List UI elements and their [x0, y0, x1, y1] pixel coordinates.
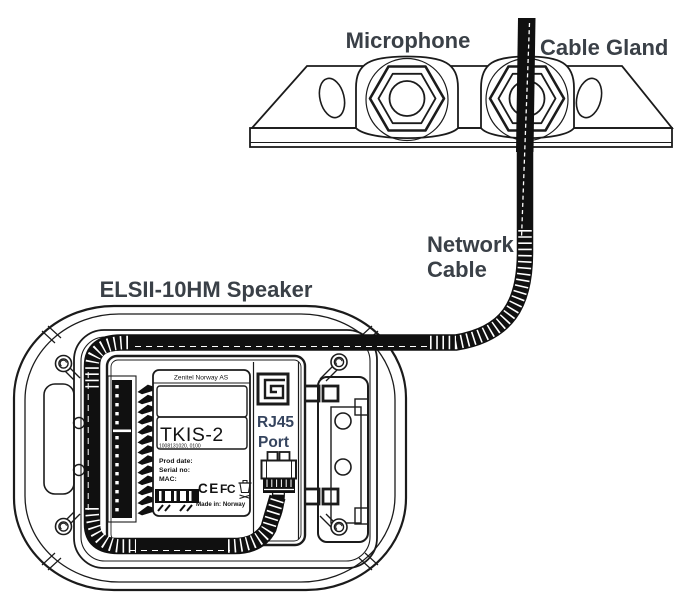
tkis2-module: Zenitel Norway AS TKIS-2 1008131020, 010… [105, 354, 307, 547]
rj45-port-label-line1: RJ45 [257, 414, 294, 431]
prod-date-label: Prod date: [159, 458, 193, 465]
manufacturer-label: Zenitel Norway AS [174, 375, 229, 382]
speaker-assembly: Zenitel Norway AS TKIS-2 1008131020, 010… [12, 304, 408, 592]
screw-bottom-right [330, 518, 348, 536]
zenitel-logo-icon [256, 372, 290, 406]
network-cable-label-line2: Cable [427, 257, 487, 282]
screw-top-left [54, 354, 73, 373]
speaker-title-label: ELSII-10HM Speaker [100, 277, 313, 302]
item-number: 1008131020, 0100 [159, 444, 201, 450]
rj45-plug [260, 451, 297, 493]
terminal-tab [302, 384, 321, 403]
pin-header [155, 489, 199, 512]
terminal-tab [302, 487, 321, 506]
fcc-mark-icon: FC [220, 482, 236, 496]
right-mounting-rail [302, 376, 369, 543]
network-cable [83, 18, 536, 555]
speaker-shell-inner [24, 313, 396, 583]
rail-hole-bottom [334, 458, 352, 476]
network-cable-label-line1: Network [427, 232, 515, 257]
cable-gland-label: Cable Gland [540, 35, 668, 60]
screw-bottom-left [54, 517, 73, 536]
dip-switch [107, 375, 137, 523]
mac-label: MAC: [159, 476, 177, 483]
rail-hole-top [334, 412, 352, 430]
speaker-shell-outer [12, 304, 408, 592]
cable-top-section [516, 18, 536, 152]
product-label: Zenitel Norway AS TKIS-2 1008131020, 010… [152, 369, 252, 517]
rj45-port-label-line2: Port [258, 434, 289, 451]
bracket-slot-right [575, 77, 603, 119]
mounting-bracket [249, 55, 674, 148]
left-mounting-rail [43, 383, 86, 495]
bracket-slot-left [318, 77, 346, 119]
made-in-label: Made in: Norway [196, 501, 246, 508]
bracket-top-plate [249, 65, 674, 129]
model-box [156, 416, 248, 450]
bracket-base-bar [249, 127, 673, 148]
serial-no-label: Serial no: [159, 467, 190, 474]
screw-top-right [330, 353, 348, 371]
terminal-tab [321, 384, 340, 403]
ce-mark-icon: CE [198, 481, 220, 496]
weee-bin-icon [238, 479, 252, 500]
model-label: TKIS-2 [160, 424, 224, 446]
microphone-nut [355, 55, 459, 142]
microphone-label: Microphone [346, 28, 471, 53]
